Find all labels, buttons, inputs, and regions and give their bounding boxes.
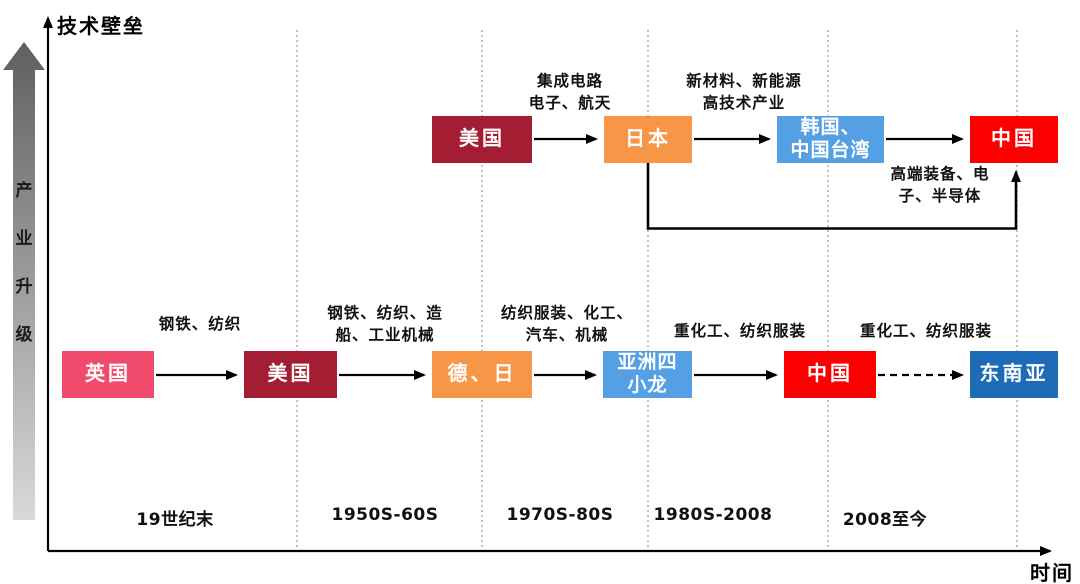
node-bottom-germany-japan: 德、日 [432, 351, 532, 398]
node-bottom-asian-tigers: 亚洲四 小龙 [603, 351, 692, 398]
node-bottom-southeast-asia: 东南亚 [970, 351, 1058, 398]
x-axis-title: 时间 [1030, 563, 1074, 584]
transfer-label-textile-chemical-auto-machinery: 纺织服装、化工、 汽车、机械 [500, 305, 633, 344]
transfer-label-heavy-chemical-textile-2: 重化工、纺织服装 [859, 323, 992, 340]
node-top-japan: 日本 [604, 116, 692, 163]
period-2008-now: 2008至今 [842, 510, 928, 530]
period-1980s-2008: 1980S-2008 [653, 505, 773, 525]
node-top-korea-taiwan: 韩国、 中国台湾 [777, 116, 884, 163]
transfer-label-heavy-chemical-textile-1: 重化工、纺织服装 [673, 323, 806, 340]
node-top-china: 中国 [970, 116, 1058, 163]
node-top-us: 美国 [432, 116, 532, 163]
transfer-label-ic-electronics-aerospace: 集成电路 电子、航天 [528, 73, 612, 112]
y-axis-title: 技术壁垒 [57, 16, 145, 38]
connector-japan-to-china [646, 163, 1021, 230]
period-19th-century: 19世纪末 [136, 510, 214, 530]
node-bottom-china: 中国 [784, 351, 876, 398]
transfer-label-new-materials-energy: 新材料、新能源 高技术产业 [686, 73, 802, 112]
node-bottom-uk: 英国 [62, 351, 154, 398]
period-1970s-80s: 1970S-80S [506, 505, 614, 525]
transfer-label-highend-equipment-semiconductor: 高端装备、电 子、半导体 [890, 166, 990, 205]
period-1950s-60s: 1950S-60S [331, 505, 439, 525]
transfer-label-steel-textile-shipbuilding-machinery: 钢铁、纺织、造 船、工业机械 [327, 305, 443, 344]
upgrade-arrow [3, 42, 45, 520]
node-bottom-us: 美国 [244, 351, 337, 398]
transfer-label-steel-textile: 钢铁、纺织 [158, 316, 242, 333]
upgrade-arrow-label: 产 业 升 级 [15, 181, 33, 344]
